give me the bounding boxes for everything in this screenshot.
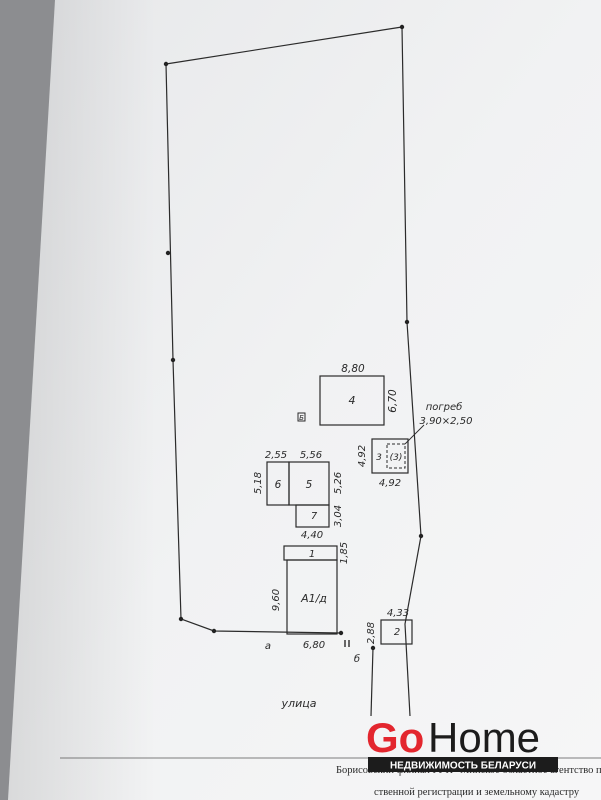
building-6-number: 6 bbox=[275, 479, 282, 491]
main-house-depth: 9,60 bbox=[271, 589, 282, 611]
paper-shadow bbox=[8, 0, 601, 800]
building-6-width: 2,55 bbox=[265, 450, 287, 461]
building-7-depth: 3,04 bbox=[333, 505, 344, 527]
logo-subtitle-bar bbox=[368, 757, 558, 772]
building-3-depth: 4,92 bbox=[357, 445, 368, 467]
boundary-points bbox=[163, 24, 424, 651]
point-b-label: б bbox=[354, 653, 360, 665]
cellar-leader-line bbox=[404, 424, 425, 445]
building-7-number: 7 bbox=[311, 511, 318, 522]
building-5-depth: 5,26 bbox=[333, 472, 344, 494]
building-6-depth: 5,18 bbox=[253, 472, 264, 494]
cellar-number: (3) bbox=[390, 453, 403, 463]
cellar-outline bbox=[386, 443, 406, 469]
street-label: улица bbox=[281, 697, 317, 710]
building-1-number: 1 bbox=[309, 549, 315, 560]
entrance-mark-box bbox=[297, 412, 306, 422]
building-4-number: 4 bbox=[349, 394, 356, 407]
building-4-depth: 6,70 bbox=[387, 389, 399, 413]
point-a-label: а bbox=[265, 641, 271, 652]
entrance-mark: Б bbox=[299, 414, 304, 422]
building-2-depth: 2,88 bbox=[366, 622, 377, 644]
plot-boundary-right bbox=[165, 26, 422, 717]
logo-go: Go bbox=[366, 714, 424, 761]
cellar-label: погреб bbox=[426, 401, 463, 413]
building-5-width: 5,56 bbox=[300, 450, 322, 461]
building-4-width: 8,80 bbox=[341, 363, 365, 375]
logo-subtitle: НЕДВИЖИМОСТЬ БЕЛАРУСИ bbox=[390, 761, 536, 772]
building-5-number: 5 bbox=[306, 479, 313, 491]
logo-home: Home bbox=[428, 714, 540, 761]
main-house bbox=[286, 559, 338, 635]
building-2-number: 2 bbox=[394, 627, 400, 638]
main-house-number: А1/д bbox=[300, 592, 327, 605]
building-2-width: 4,33 bbox=[387, 608, 409, 619]
building-2 bbox=[380, 619, 413, 645]
gate-line bbox=[370, 647, 374, 717]
cellar-size: 3,90×2,50 bbox=[420, 416, 473, 427]
building-3-width: 4,92 bbox=[379, 478, 401, 489]
gohome-logo: Go Home НЕДВИЖИМОСТЬ БЕЛАРУСИ bbox=[366, 714, 558, 772]
building-1-depth: 1,85 bbox=[339, 542, 350, 564]
building-7 bbox=[295, 504, 330, 528]
main-house-width: 6,80 bbox=[303, 640, 325, 651]
footer-line-2: ственной регистрации и земельному кадаст… bbox=[374, 787, 580, 798]
building-4 bbox=[319, 375, 385, 426]
building-3 bbox=[371, 438, 409, 474]
building-7-width: 4,40 bbox=[301, 530, 323, 541]
building-3-number: 3 bbox=[376, 453, 382, 463]
